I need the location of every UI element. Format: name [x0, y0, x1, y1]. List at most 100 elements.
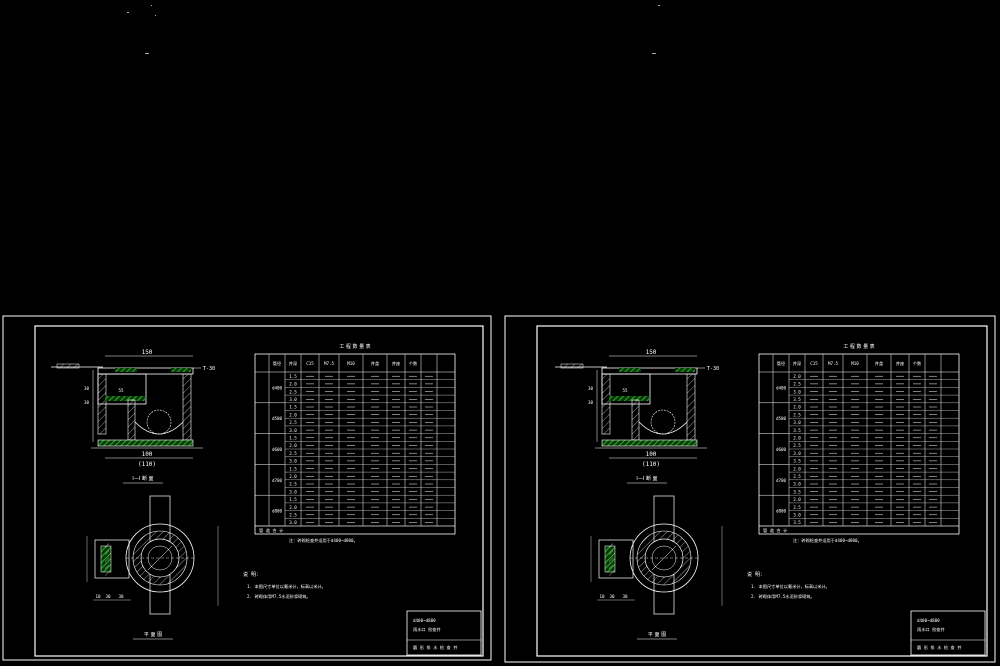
table-cell-depth-3: 3.0 [289, 397, 297, 402]
note-2: 2. 砖砌体用M7.5水泥砂浆砌筑。 [247, 593, 311, 600]
chamber-wall-left [127, 399, 136, 441]
title-block-line-1: d400~d800 [917, 618, 940, 623]
plan-dim-b: 30 [609, 594, 615, 599]
table-cell-depth-18: 3.0 [793, 513, 801, 518]
table-header-0: 管径 [777, 360, 785, 367]
dim-left-a: 30 [588, 386, 594, 391]
title-block-line-2: 雨水口 检查井 [413, 626, 441, 633]
table-header-7: 个数 [409, 360, 418, 367]
pipe-invert [638, 421, 688, 435]
section-caption: I—I 断 面 [636, 475, 657, 482]
plan-caption: 平 面 图 [648, 632, 666, 638]
table-cell-depth-17: 2.0 [289, 505, 297, 510]
cover-hatch-b [171, 368, 191, 372]
plan-dim-a: 10 [599, 594, 605, 599]
table-cell-depth-16: 1.5 [289, 497, 297, 502]
plan-diag-a [651, 545, 677, 571]
table-cell-depth-14: 3.0 [793, 482, 801, 487]
chamber-wall-right [182, 373, 192, 441]
table-header-1: 井深 [289, 360, 297, 367]
plan-dim-c: 30 [622, 594, 628, 599]
table-cell-depth-9: 2.0 [289, 443, 297, 448]
table-group-label-3: d700 [272, 478, 283, 483]
table-group-label-3: d700 [776, 478, 787, 483]
table-header-0: 管径 [273, 360, 281, 367]
table-header-2: C15 [306, 361, 314, 366]
table-title: 工 程 数 量 表 [843, 343, 874, 350]
plan-diag-a [147, 545, 173, 571]
dim-bottom-text: 100 [646, 451, 657, 458]
table-cell-depth-6: 2.5 [289, 420, 297, 425]
title-block-line-3: 圆 形 排 水 检 查 井 [917, 644, 961, 651]
dim-mid: 55 [118, 388, 124, 393]
table-cell-depth-18: 2.5 [289, 513, 297, 518]
curb-stone [560, 363, 584, 369]
table-cell-depth-4: 2.0 [793, 405, 801, 410]
cover-hatch-a [115, 368, 137, 372]
table-group-label-2: d600 [272, 447, 283, 452]
table-header-3: M7.5 [828, 361, 839, 366]
dim-left-a: 30 [84, 386, 90, 391]
table-cell-depth-10: 3.0 [793, 451, 801, 456]
inlet-slab-hatch [609, 396, 649, 401]
dim-mid: 55 [622, 388, 628, 393]
label-right: T-30 [203, 366, 215, 372]
plan-view: 10 30 30 平 面 图 [590, 495, 723, 640]
plan-inlet-outer [94, 539, 130, 579]
table-cell-depth-15: 3.0 [289, 489, 297, 494]
table-cell-depth-10: 2.5 [289, 451, 297, 456]
table-group-label-4: d800 [776, 509, 787, 514]
table-title: 工 程 数 量 表 [339, 343, 370, 350]
table-cell-depth-13: 2.5 [793, 474, 801, 479]
table-cell-depth-1: 2.5 [793, 382, 801, 387]
cover-hatch-a [619, 368, 641, 372]
title-block-border [910, 610, 986, 656]
table-header-2: C15 [810, 361, 818, 366]
table-total-label: 管 道 合 计 [763, 527, 787, 534]
section-caption: I—I 断 面 [132, 475, 153, 482]
plan-inlet-outer [598, 539, 634, 579]
table-cell-depth-19: 3.0 [289, 520, 297, 525]
table-cell-depth-5: 2.0 [289, 412, 297, 417]
plan-inlet-wall [105, 540, 109, 578]
table-header-3: M7.5 [324, 361, 335, 366]
sheet-outer-frame [2, 315, 492, 661]
table-cell-depth-8: 1.5 [289, 436, 297, 441]
cover-hatch-b [675, 368, 695, 372]
table-cell-depth-2: 2.5 [289, 389, 297, 394]
dim-left-b: 30 [588, 400, 594, 405]
plan-dim-c: 30 [118, 594, 124, 599]
note-1: 1. 本图尺寸单位以毫米计，标高以米计。 [247, 583, 326, 590]
plan-caption: 平 面 图 [144, 632, 162, 638]
pipe-outline [650, 409, 676, 435]
plan-inlet-wall [609, 540, 613, 578]
table-cell-depth-11: 3.0 [289, 459, 297, 464]
table-cell-depth-7: 3.5 [793, 428, 801, 433]
table-header-5: 井盖 [875, 360, 883, 367]
left-wall [601, 373, 611, 435]
curb-stone [56, 363, 80, 369]
title-block-line-1: d400~d800 [413, 618, 436, 623]
table-group-label-0: d400 [272, 385, 283, 390]
table-cell-depth-19: 3.5 [793, 520, 801, 525]
table-cell-depth-9: 2.5 [793, 443, 801, 448]
sheet-outer-frame [504, 315, 996, 663]
table-cell-depth-12: 1.5 [289, 466, 297, 471]
dim-bottom-paren: (110) [642, 461, 660, 468]
table-group-label-1: d500 [272, 416, 283, 421]
base-slab [601, 439, 698, 447]
pipe-outline [146, 409, 172, 435]
dim-bottom-text: 100 [142, 451, 153, 458]
table-cell-depth-0: 1.5 [289, 374, 297, 379]
table-cell-depth-4: 1.5 [289, 405, 297, 410]
notes-title: 说 明： [243, 571, 261, 578]
table-cell-depth-0: 2.0 [793, 374, 801, 379]
title-block-border [406, 610, 482, 656]
inlet-slab-hatch [105, 396, 145, 401]
